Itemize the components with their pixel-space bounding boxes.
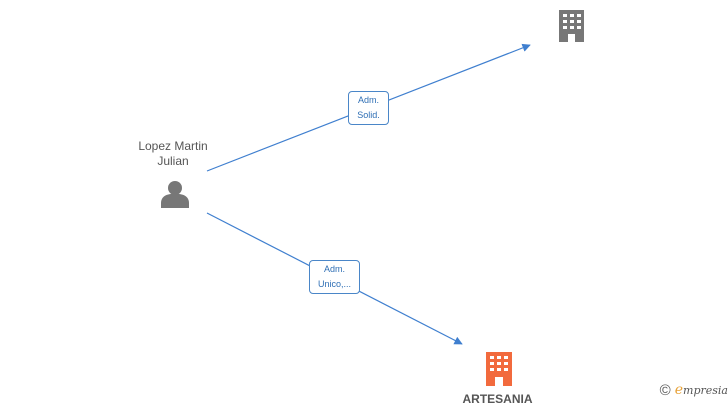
edge-label-solidario: Adm. Solid. [348, 91, 389, 125]
building-icon[interactable] [486, 352, 512, 386]
company-name[interactable]: ARTESANIA [462, 392, 533, 406]
person-name-line1: Lopez Martin [138, 139, 208, 153]
person-name[interactable]: Lopez Martin Julian [118, 139, 228, 169]
brand-logo: © e mpresia [660, 380, 728, 400]
brand-rest: mpresia [683, 383, 728, 397]
copyright-icon: © [659, 381, 671, 399]
building-icon[interactable] [559, 10, 584, 42]
person-icon[interactable] [161, 181, 189, 208]
brand-first-letter: e [674, 382, 684, 398]
person-name-line2: Julian [157, 154, 189, 168]
edge-label-unico: Adm. Unico,... [309, 260, 360, 294]
